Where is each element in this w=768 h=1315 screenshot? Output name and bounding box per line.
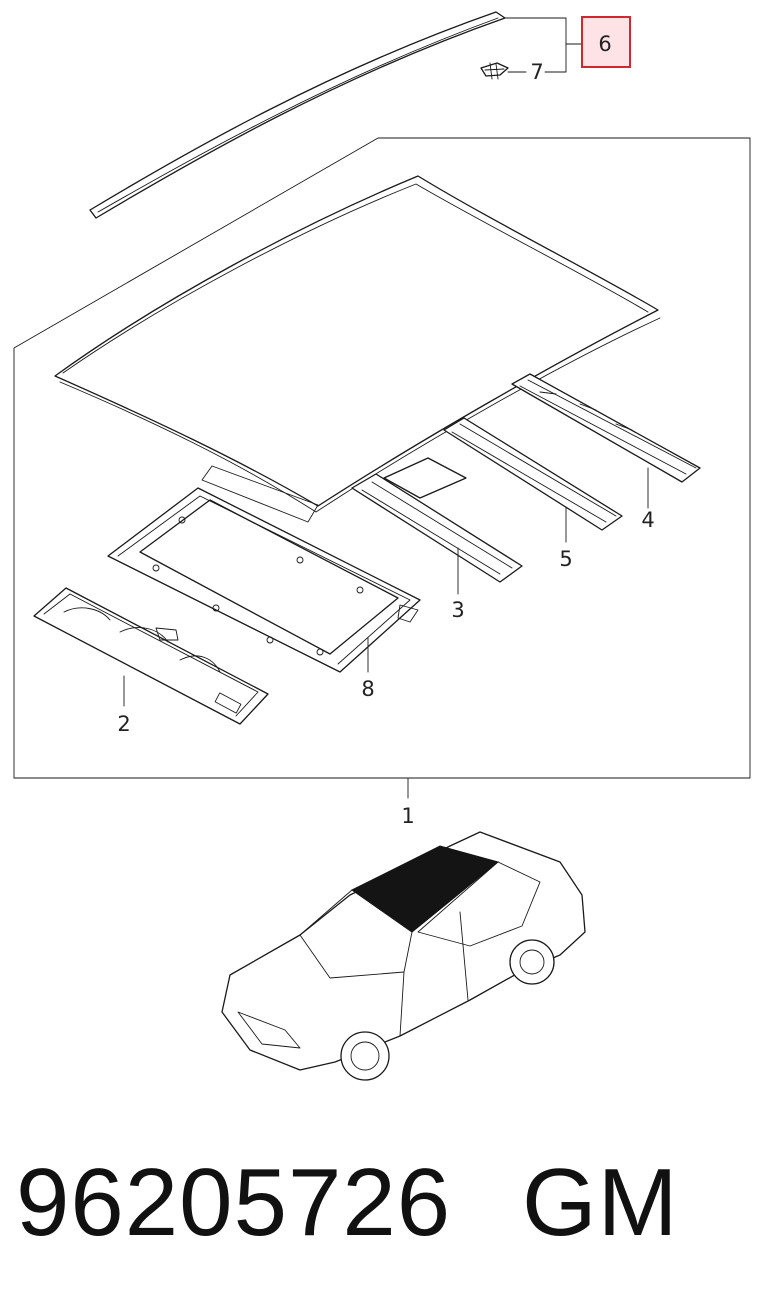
roof-panel <box>54 175 661 523</box>
callout-4: 4 <box>641 508 654 532</box>
roof-bow-part-3 <box>351 457 523 583</box>
leader-lines <box>123 467 649 799</box>
roof-bow-part-5 <box>443 417 623 531</box>
brand-label: GM <box>522 1149 679 1256</box>
assembly-frame <box>13 137 751 779</box>
rear-header-part-4 <box>511 373 701 483</box>
part-number: 96205726 <box>16 1149 452 1256</box>
vehicle-locator-illustration <box>221 831 586 1081</box>
callout-highlight-box <box>581 16 631 68</box>
callout-6: 6 <box>598 32 611 56</box>
clip-part-7 <box>480 62 509 80</box>
callout-3: 3 <box>451 598 464 622</box>
callout-5: 5 <box>559 547 572 571</box>
callout-bracket-6-7 <box>503 17 583 73</box>
callout-7: 7 <box>530 60 543 84</box>
callout-2: 2 <box>117 712 130 736</box>
sunroof-frame-part-8 <box>107 487 421 673</box>
front-header-part-2 <box>33 587 269 725</box>
callout-1: 1 <box>401 804 414 828</box>
callout-8: 8 <box>361 677 374 701</box>
roof-molding-part-6 <box>89 11 506 219</box>
